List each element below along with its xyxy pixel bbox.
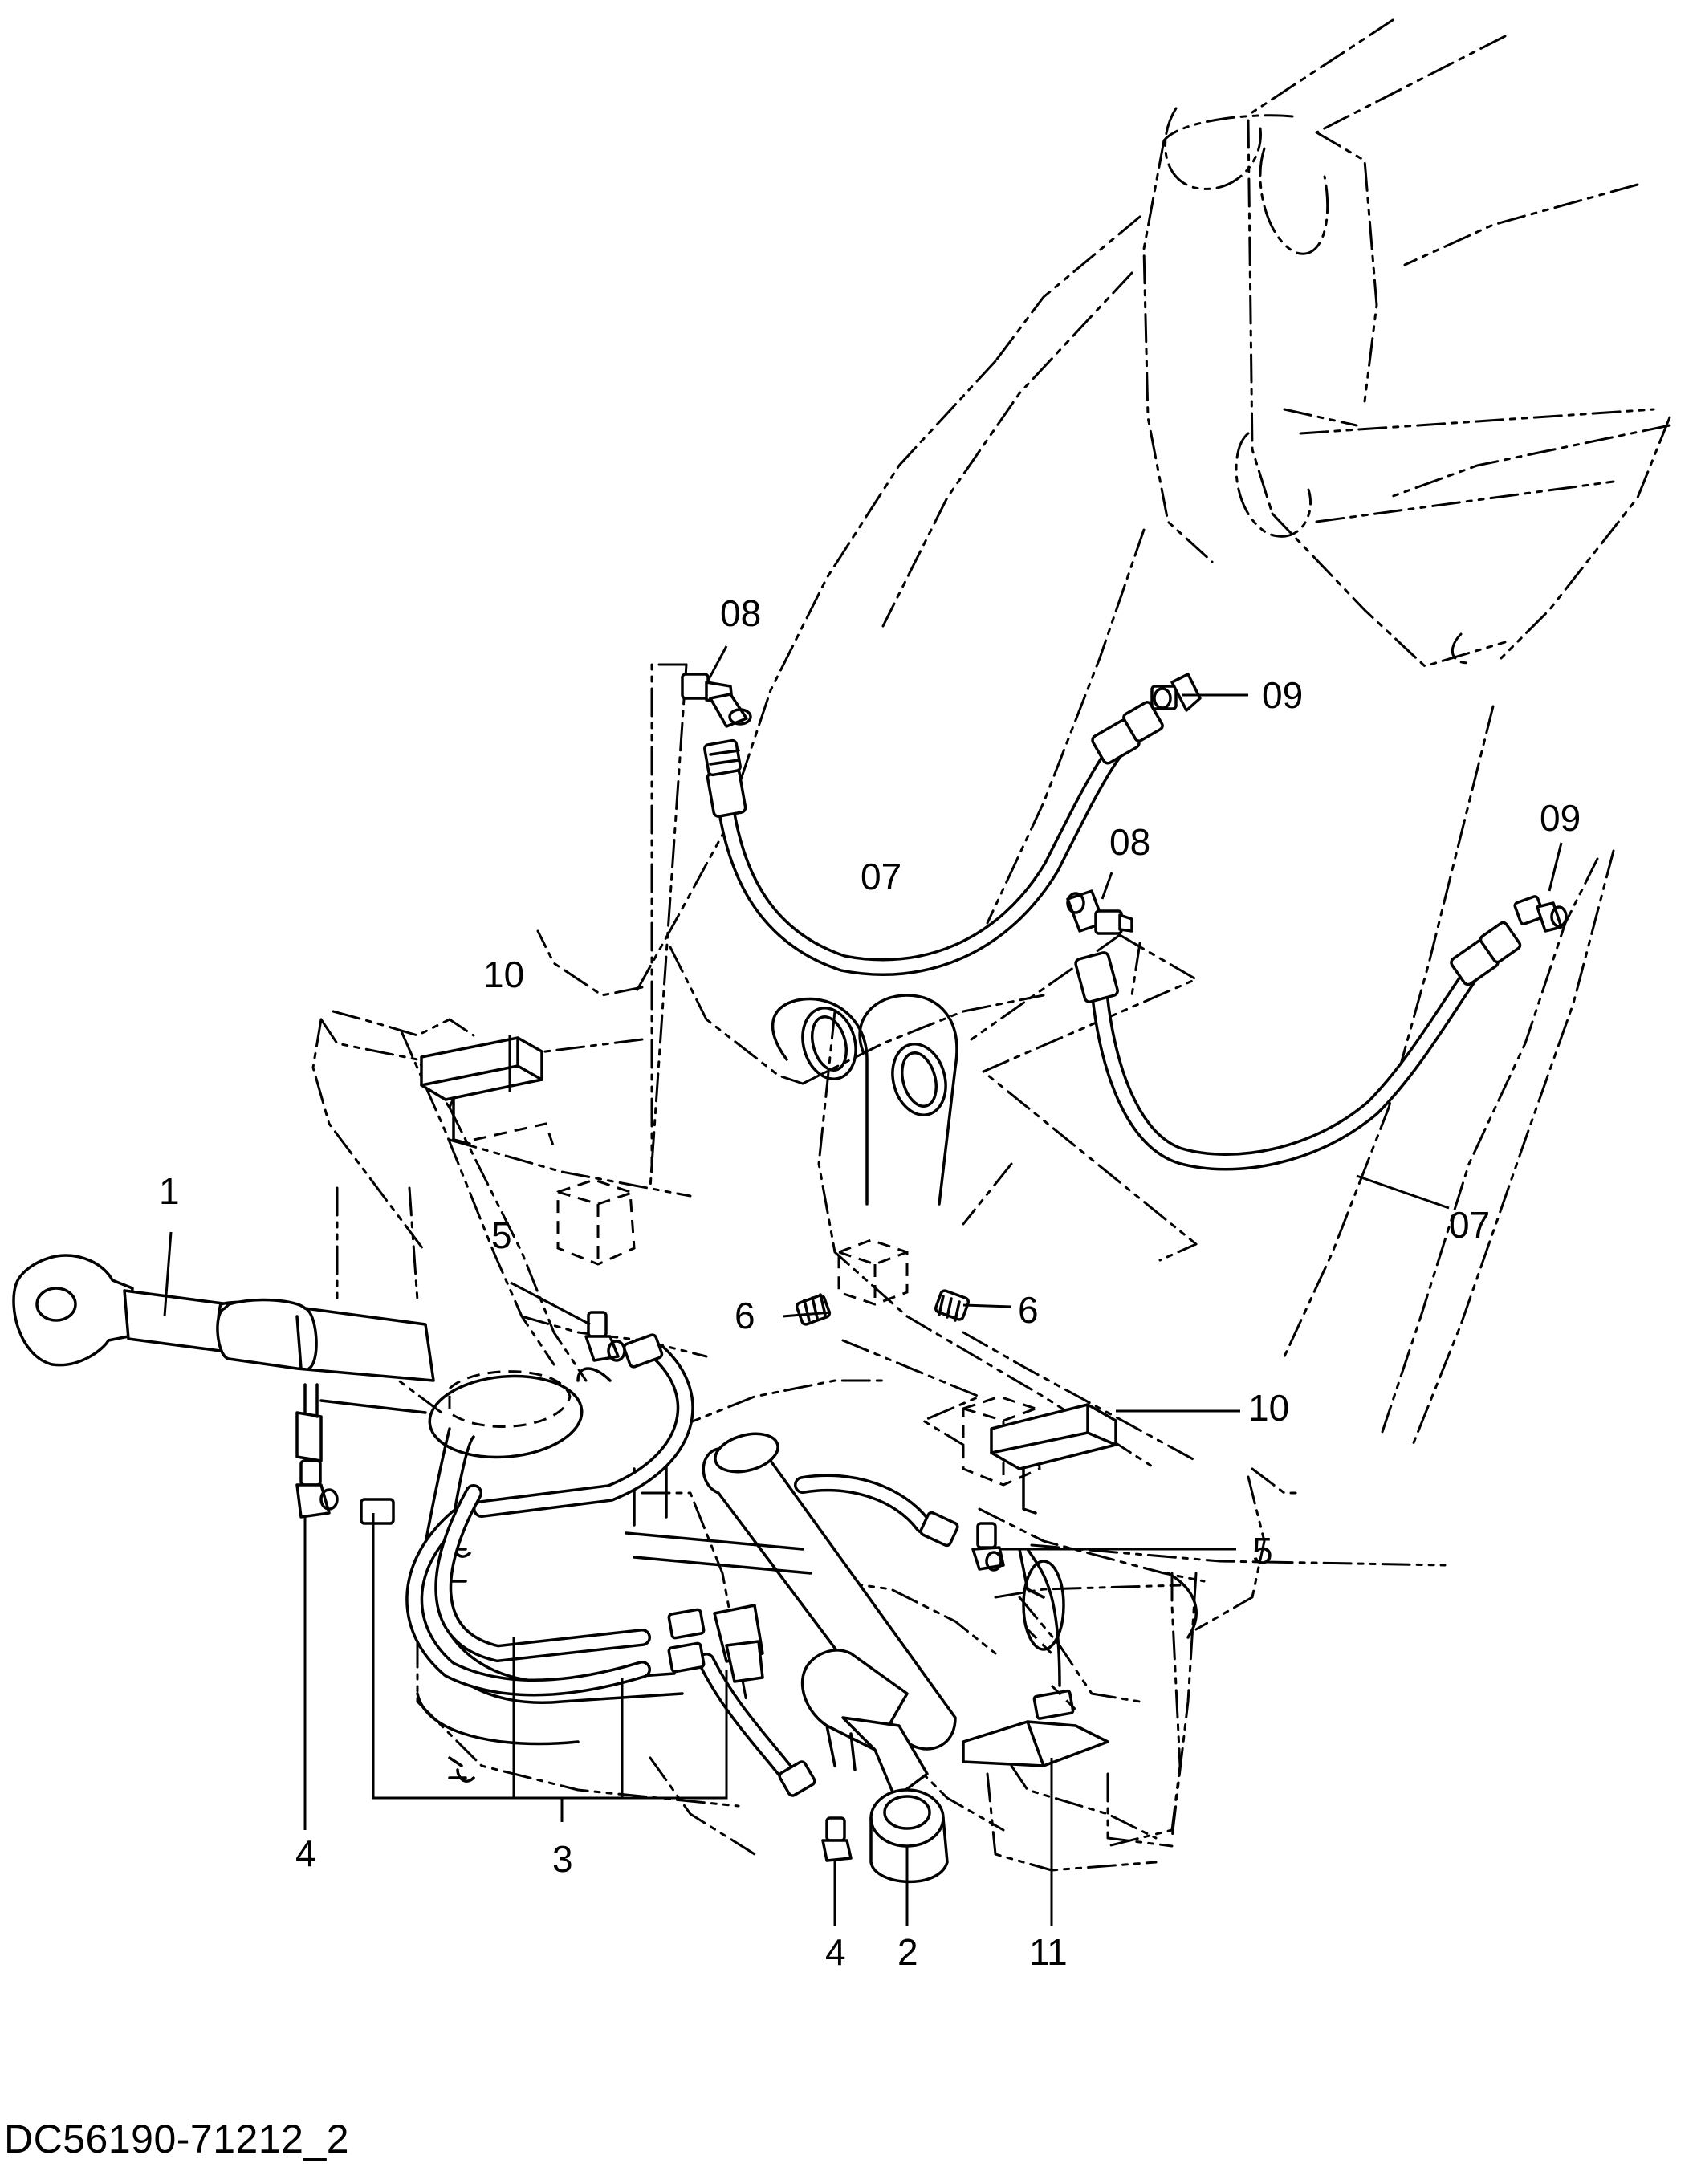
hose-07-upper xyxy=(703,701,1164,976)
callout-labels: 1 2 3 4 4 5 5 6 6 07 07 08 08 09 09 10 1… xyxy=(159,592,1581,1973)
callout-6-right: 6 xyxy=(1018,1289,1039,1331)
callout-11: 11 xyxy=(1029,1931,1068,1973)
fitting-4-left xyxy=(295,1459,339,1519)
clamp-block-10-left xyxy=(420,1036,555,1149)
connecting-hoses xyxy=(405,1344,932,1787)
callout-09-lower: 09 xyxy=(1540,797,1581,839)
callout-09-upper: 09 xyxy=(1262,674,1303,716)
callout-08-upper: 08 xyxy=(720,592,761,634)
leader-lines xyxy=(163,645,1563,1926)
center-junction-block xyxy=(837,1238,909,1306)
fitting-09-upper xyxy=(1150,673,1202,712)
callout-08-lower: 08 xyxy=(1109,821,1150,863)
fitting-08-upper xyxy=(681,673,752,728)
callout-2: 2 xyxy=(897,1931,918,1973)
hose-set-3-fittings xyxy=(360,1498,816,1797)
callout-4-left: 4 xyxy=(295,1832,316,1874)
callout-6-left: 6 xyxy=(735,1295,755,1336)
wedge-block-11 xyxy=(962,1689,1109,1767)
callout-5-upper: 5 xyxy=(491,1214,512,1256)
fitting-09-lower xyxy=(1513,895,1568,933)
document-id: DC56190-71212_2 xyxy=(4,2117,350,2162)
callout-3: 3 xyxy=(552,1838,573,1880)
callout-5-lower: 5 xyxy=(1252,1530,1273,1572)
junction-block-left xyxy=(556,1178,636,1266)
boom-phantom-outline xyxy=(311,18,1671,1872)
callout-10-lower: 10 xyxy=(1248,1387,1289,1429)
callout-4-right: 4 xyxy=(825,1931,846,1973)
callout-07-lower: 07 xyxy=(1449,1204,1490,1246)
pipe-clamp xyxy=(428,1367,612,1459)
fitting-08-lower xyxy=(1066,889,1133,935)
callout-1: 1 xyxy=(159,1170,180,1212)
left-bracket-outline xyxy=(332,1010,708,1366)
fitting-5-upper xyxy=(584,1311,664,1369)
hose-07-lower xyxy=(1074,921,1522,1171)
boom-foot-plates xyxy=(771,994,958,1206)
cylinder-2 xyxy=(702,1432,957,1884)
plug-6-right xyxy=(934,1289,971,1322)
right-frame-rails xyxy=(1018,1548,1198,1711)
clamp-block-10-right xyxy=(990,1403,1117,1515)
fitting-4-right xyxy=(821,1816,853,1862)
fitting-5-lower xyxy=(919,1511,1005,1572)
callout-10-upper: 10 xyxy=(483,954,524,995)
plug-6-left xyxy=(795,1293,832,1326)
callout-07-upper: 07 xyxy=(861,856,901,897)
cylinder-1 xyxy=(12,1254,435,1462)
reference-lines xyxy=(480,663,1447,1567)
